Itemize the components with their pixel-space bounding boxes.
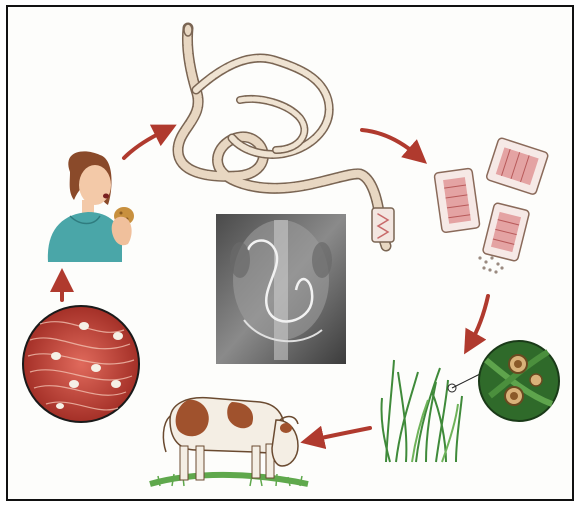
- muscle-cysticerci-icon: [23, 306, 139, 422]
- abdominal-xray-icon: [216, 214, 346, 364]
- arrow-grass-to-cow: [312, 428, 370, 440]
- grass-with-eggs-icon: [381, 360, 462, 462]
- person-eating-icon: [48, 151, 134, 262]
- tapeworm-icon: [178, 24, 394, 246]
- arrow-proglottids-to-grass: [470, 296, 488, 344]
- arrow-person-to-tapeworm: [124, 130, 166, 158]
- arrow-tapeworm-to-proglottids: [362, 130, 418, 156]
- cow-icon: [150, 398, 308, 486]
- zoomed-egg-inset: [479, 341, 559, 421]
- proglottid-segments-icon: [434, 137, 549, 273]
